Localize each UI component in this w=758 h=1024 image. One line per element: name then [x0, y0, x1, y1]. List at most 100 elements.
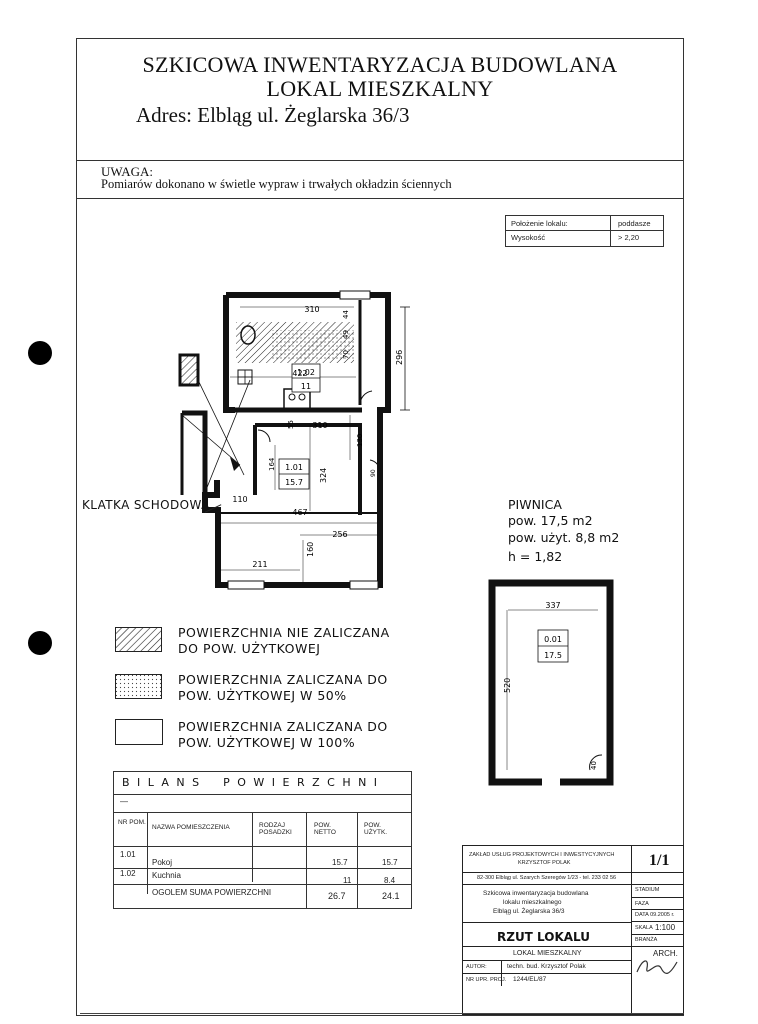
stamp-drawing-sub: LOKAL MIESZKALNY: [513, 950, 582, 957]
dim-55: 55: [287, 420, 295, 429]
dim-467: 467: [292, 508, 307, 517]
info-label-location: Położenie lokalu:: [511, 219, 568, 228]
stamp-company-address: 82-300 Elbląg ul. Szarych Szeregów 1/23 …: [477, 875, 617, 881]
basement-room-area: 17.5: [544, 651, 562, 660]
info-table: Położenie lokalu: poddasze Wysokość > 2,…: [505, 215, 664, 247]
stamp-stadium: STADIUM: [635, 887, 660, 893]
dim-160: 160: [306, 542, 315, 557]
dim-211: 211: [252, 560, 267, 569]
room-102-area: 11: [301, 382, 311, 391]
stamp-desc-line3: Elbląg ul. Żeglarska 36/3: [493, 908, 565, 915]
info-label-height: Wysokość: [511, 233, 546, 242]
stamp-scale-label: SKALA: [635, 925, 653, 931]
dim-256: 256: [332, 530, 347, 539]
legend-pattern-blank: [115, 719, 163, 745]
header-nr: NR POM.: [118, 819, 146, 826]
info-value-height: > 2,20: [618, 233, 640, 242]
legend-2-line2: POW. UŻYTKOWEJ W 50%: [178, 688, 347, 703]
row2-net: 11: [343, 876, 352, 885]
basement-plan: 337 520 40 0.01 17.5: [488, 579, 614, 786]
row1-usable: 15.7: [382, 858, 398, 867]
total-label: OGOLEM SUMA POWIERZCHNI: [152, 888, 272, 897]
legend-1-line2: DO POW. UŻYTKOWEJ: [178, 641, 321, 656]
title-block: ZAKŁAD USŁUG PROJEKTOWYCH I INWESTYCYJNY…: [462, 845, 684, 1015]
kitchen-dotted-area: [270, 330, 354, 360]
binder-hole-top: [28, 341, 52, 365]
stamp-author-label: AUTOR:: [466, 964, 487, 970]
row1-net: 15.7: [332, 858, 348, 867]
balance-title: B I L A N S P O W I E R Z C H N I: [122, 776, 380, 789]
basement-area: pow. 17,5 m2: [508, 513, 593, 528]
dim-324: 324: [319, 468, 328, 483]
stamp-signature: [635, 956, 679, 983]
note-text: Pomiarów dokonano w świetle wypraw i trw…: [101, 177, 452, 191]
document-subtitle: LOKAL MIESZKALNY: [266, 76, 494, 101]
outer-wall: [202, 292, 391, 588]
legend-pattern-dots: [115, 674, 162, 699]
note-divider: [76, 198, 683, 199]
basement-title: PIWNICA: [508, 497, 562, 512]
dim-310-top: 310: [304, 305, 319, 314]
stamp-sheet: 1/1: [649, 852, 670, 869]
header-divider: [76, 160, 683, 161]
basement-wall: [488, 579, 614, 786]
stamp-desc-line2: lokalu mieszkalnego: [503, 899, 562, 906]
dim-422: 422: [292, 369, 307, 378]
legend-3-line2: POW. UŻYTKOWEJ W 100%: [178, 735, 356, 750]
basement-width-dim: 337: [545, 601, 560, 610]
stair-label: KLATKA SCHODOWA: [82, 498, 210, 512]
header-usable: POW. UŻYTK.: [364, 822, 388, 836]
dim-90: 90: [370, 469, 377, 477]
dim-70: 70: [342, 350, 350, 359]
row2-nr: 1.02: [120, 869, 136, 878]
stamp-company-line2: KRZYSZTOF POLAK: [518, 860, 571, 866]
basement-usable: pow. użyt. 8,8 m2: [508, 530, 620, 545]
stamp-branza-label: BRANŻA: [635, 937, 658, 943]
row1-nr: 1.01: [120, 850, 136, 859]
legend-1-line1: POWIERZCHNIA NIE ZALICZANA: [178, 625, 390, 640]
stamp-author-value: techn. bud. Krzysztof Polak: [507, 963, 586, 970]
total-net: 26.7: [328, 891, 346, 901]
stamp-scale-value: 1:100: [655, 923, 676, 932]
info-value-location: poddasze: [618, 219, 651, 228]
legend-2-line1: POWIERZCHNIA ZALICZANA DO: [178, 672, 388, 687]
stamp-faza: FAZA: [635, 901, 649, 907]
row1-name: Pokoj: [152, 858, 173, 867]
dim-164: 164: [268, 457, 276, 471]
balance-table: B I L A N S P O W I E R Z C H N I — NR P…: [113, 771, 412, 909]
room-101-number: 1.01: [285, 463, 303, 472]
stamp-company-line1: ZAKŁAD USŁUG PROJEKTOWYCH I INWESTYCYJNY…: [469, 852, 615, 858]
room-102-number: 1.02: [297, 368, 315, 377]
stair-box: [178, 353, 200, 387]
address: Adres: Elbląg ul. Żeglarska 36/3: [136, 103, 410, 127]
binder-hole-bottom: [28, 631, 52, 655]
row2-name: Kuchnia: [152, 871, 181, 880]
dim-296: 296: [395, 350, 404, 365]
room-101-area: 15.7: [285, 478, 303, 487]
legend-pattern-hatch: [115, 627, 162, 652]
stamp-license-label: NR UPR. PROJ.: [466, 977, 507, 983]
dim-49: 49: [342, 330, 350, 339]
basement-room-number: 0.01: [544, 635, 562, 644]
stamp-drawing-title: RZUT LOKALU: [497, 930, 591, 944]
dim-44: 44: [342, 310, 350, 319]
dim-110: 110: [232, 495, 247, 504]
stamp-license-value: 1244/EL/87: [513, 976, 547, 983]
basement-door-dim: 40: [590, 761, 598, 770]
header-name: NAZWA POMIESZCZENIA: [152, 824, 230, 831]
page-frame: [76, 38, 684, 1016]
toilet-icon: [240, 325, 256, 345]
row2-usable: 8.4: [384, 876, 396, 885]
stamp-date: DATA 09.2005 r.: [635, 912, 675, 918]
stamp-desc-line1: Szkicowa inwentaryzacja budowlana: [483, 890, 589, 897]
basement-height: h = 1,82: [508, 549, 563, 564]
note-label: UWAGA:: [101, 164, 153, 179]
floor-plan: 310 44 49 70 296 422 1.02 11 55 310 130 …: [178, 290, 410, 590]
stamp-branch-value: ARCH.: [653, 949, 678, 958]
total-usable: 24.1: [382, 891, 400, 901]
document-title: SZKICOWA INWENTARYZACJA BUDOWLANA: [142, 52, 618, 77]
basement-depth-dim: 520: [503, 678, 512, 693]
dim-310-mid: 310: [312, 421, 327, 430]
page-bottom-line: [80, 1013, 684, 1014]
header-type: RODZAJ POSADZKI: [259, 822, 292, 836]
